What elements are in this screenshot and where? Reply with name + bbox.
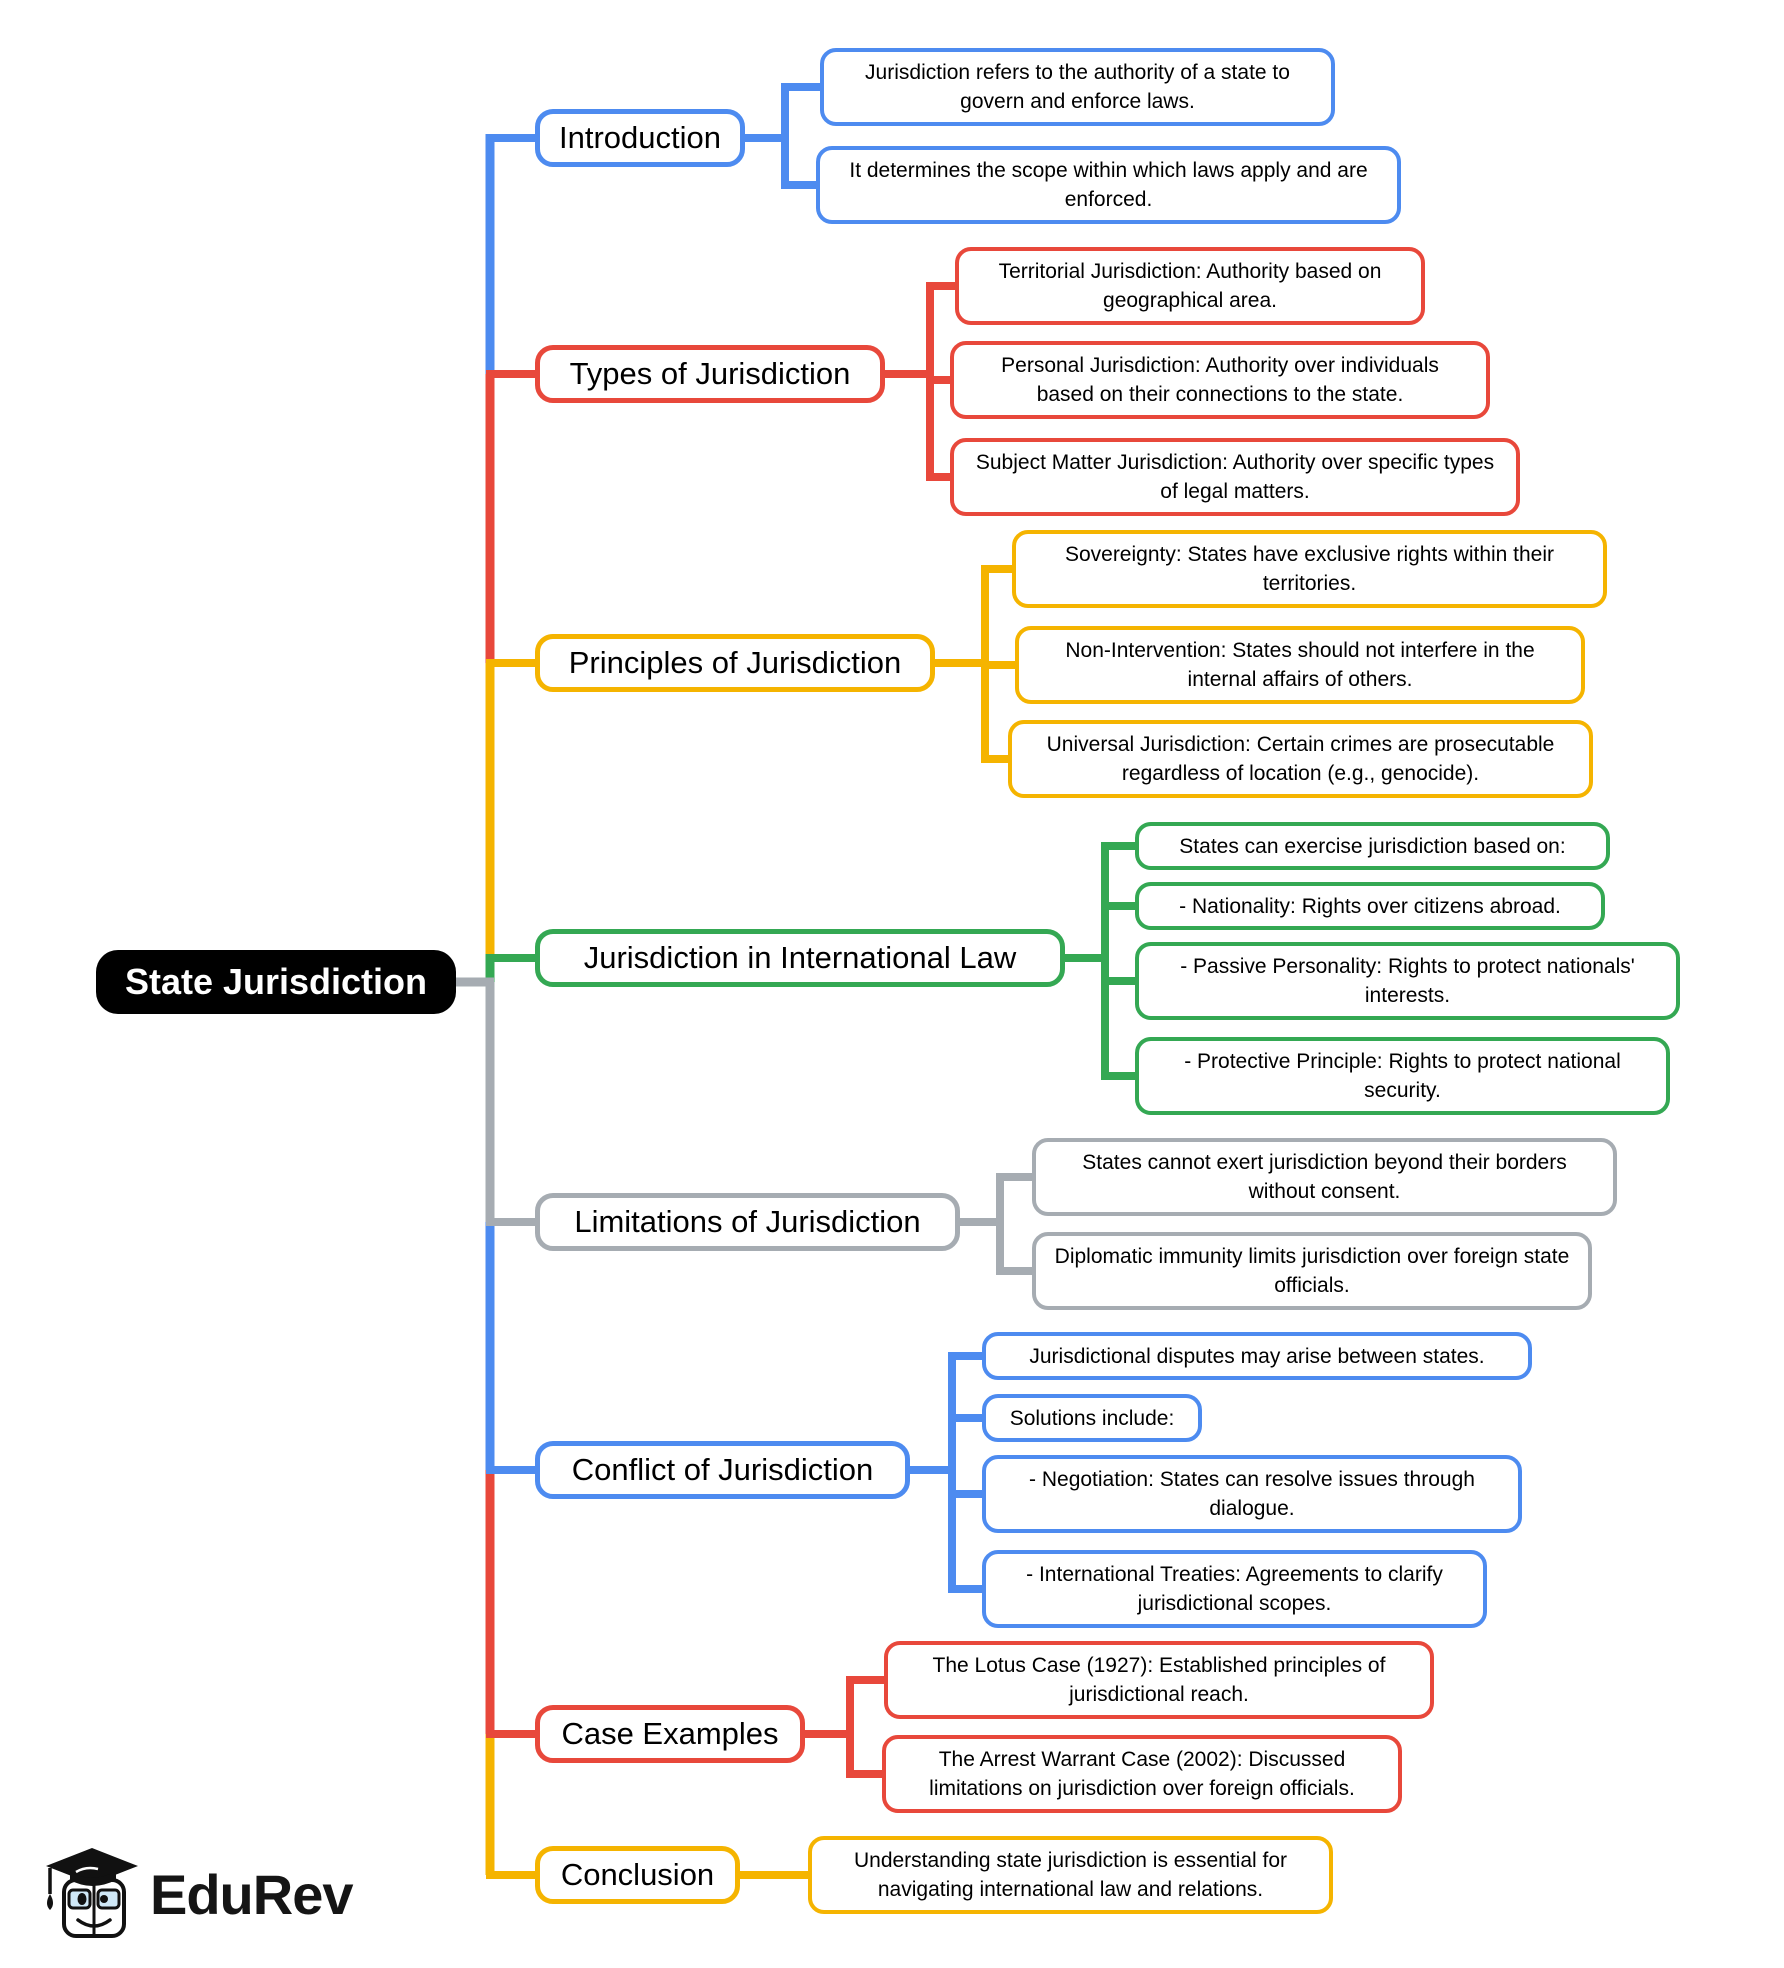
leaf-note: Solutions include: xyxy=(982,1394,1202,1442)
branch-node-types: Types of Jurisdiction xyxy=(535,345,885,403)
subtree-international xyxy=(1065,842,1141,1080)
edurev-logo-text: EduRev xyxy=(150,1862,353,1926)
branch-node-conflict: Conflict of Jurisdiction xyxy=(535,1441,910,1499)
subtree-case xyxy=(805,1676,890,1778)
branch-node-case-examples: Case Examples xyxy=(535,1705,805,1763)
leaf-note: Territorial Jurisdiction: Authority base… xyxy=(955,247,1425,325)
leaf-note: Sovereignty: States have exclusive right… xyxy=(1012,530,1607,608)
leaf-note: Universal Jurisdiction: Certain crimes a… xyxy=(1008,720,1593,798)
edurev-mascot-icon xyxy=(46,1848,138,1938)
root-node: State Jurisdiction xyxy=(96,950,456,1014)
branch-node-limitations: Limitations of Jurisdiction xyxy=(535,1193,960,1251)
leaf-note: States can exercise jurisdiction based o… xyxy=(1135,822,1610,870)
edurev-logo: EduRev xyxy=(40,1842,353,1946)
leaf-note: Diplomatic immunity limits jurisdiction … xyxy=(1032,1232,1592,1310)
subtree-principles xyxy=(935,565,1021,763)
leaf-note: It determines the scope within which law… xyxy=(816,146,1401,224)
leaf-note: - Protective Principle: Rights to protec… xyxy=(1135,1037,1670,1115)
subtree-introduction xyxy=(745,83,826,189)
leaf-note: Jurisdiction refers to the authority of … xyxy=(820,48,1335,126)
leaf-note: The Arrest Warrant Case (2002): Discusse… xyxy=(882,1735,1402,1813)
leaf-note: - Passive Personality: Rights to protect… xyxy=(1135,942,1680,1020)
branch-node-principles: Principles of Jurisdiction xyxy=(535,634,935,692)
leaf-note: - International Treaties: Agreements to … xyxy=(982,1550,1487,1628)
subtree-conflict xyxy=(910,1352,988,1593)
leaf-note: Non-Intervention: States should not inte… xyxy=(1015,626,1585,704)
leaf-note: - Negotiation: States can resolve issues… xyxy=(982,1455,1522,1533)
leaf-note: The Lotus Case (1927): Established princ… xyxy=(884,1641,1434,1719)
branch-node-conclusion: Conclusion xyxy=(535,1846,740,1904)
leaf-note: States cannot exert jurisdiction beyond … xyxy=(1032,1138,1617,1216)
leaf-note: Subject Matter Jurisdiction: Authority o… xyxy=(950,438,1520,516)
leaf-note: Jurisdictional disputes may arise betwee… xyxy=(982,1332,1532,1380)
branch-node-introduction: Introduction xyxy=(535,109,745,167)
subtree-limitations xyxy=(960,1173,1038,1275)
branch-node-international: Jurisdiction in International Law xyxy=(535,929,1065,987)
leaf-note: Personal Jurisdiction: Authority over in… xyxy=(950,341,1490,419)
leaf-note: - Nationality: Rights over citizens abro… xyxy=(1135,882,1605,930)
leaf-note: Understanding state jurisdiction is esse… xyxy=(808,1836,1333,1914)
